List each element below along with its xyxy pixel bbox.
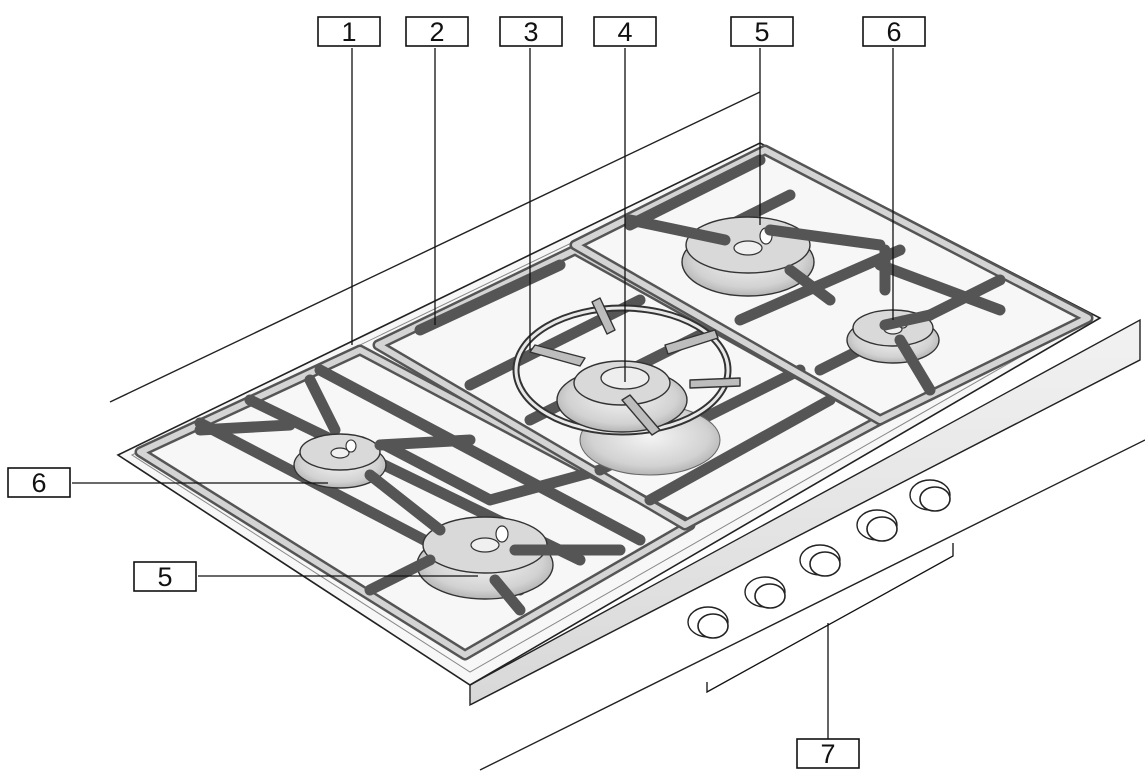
callout-6-top: 6 bbox=[862, 16, 926, 47]
svg-text:4: 4 bbox=[617, 17, 632, 47]
svg-text:1: 1 bbox=[341, 17, 356, 47]
svg-text:2: 2 bbox=[429, 17, 444, 47]
burner-left-small bbox=[293, 433, 387, 489]
pan-support-arms bbox=[364, 214, 936, 616]
callout-4: 4 bbox=[593, 16, 657, 47]
svg-text:7: 7 bbox=[820, 739, 835, 769]
control-knob[interactable] bbox=[856, 509, 898, 542]
callout-5-top: 5 bbox=[730, 16, 794, 47]
callout-6-left: 6 bbox=[7, 467, 71, 498]
svg-text:6: 6 bbox=[31, 468, 46, 498]
knob-group-bracket bbox=[706, 543, 954, 740]
burners bbox=[293, 216, 940, 600]
control-knob[interactable] bbox=[744, 576, 786, 609]
control-knobs bbox=[687, 479, 951, 639]
svg-text:3: 3 bbox=[523, 17, 538, 47]
control-knob[interactable] bbox=[909, 479, 951, 512]
callout-7: 7 bbox=[796, 738, 860, 769]
svg-text:5: 5 bbox=[157, 562, 172, 592]
callout-labels: 1 2 3 4 5 6 6 5 bbox=[7, 16, 926, 769]
svg-text:6: 6 bbox=[886, 17, 901, 47]
wok-burner bbox=[512, 297, 741, 476]
callout-2: 2 bbox=[405, 16, 469, 47]
svg-text:5: 5 bbox=[754, 17, 769, 47]
callout-3: 3 bbox=[499, 16, 563, 47]
control-knob[interactable] bbox=[799, 544, 841, 577]
callout-5-left: 5 bbox=[133, 561, 197, 592]
callout-1: 1 bbox=[317, 16, 381, 47]
control-knob[interactable] bbox=[687, 606, 729, 639]
leader-lines bbox=[72, 48, 894, 577]
